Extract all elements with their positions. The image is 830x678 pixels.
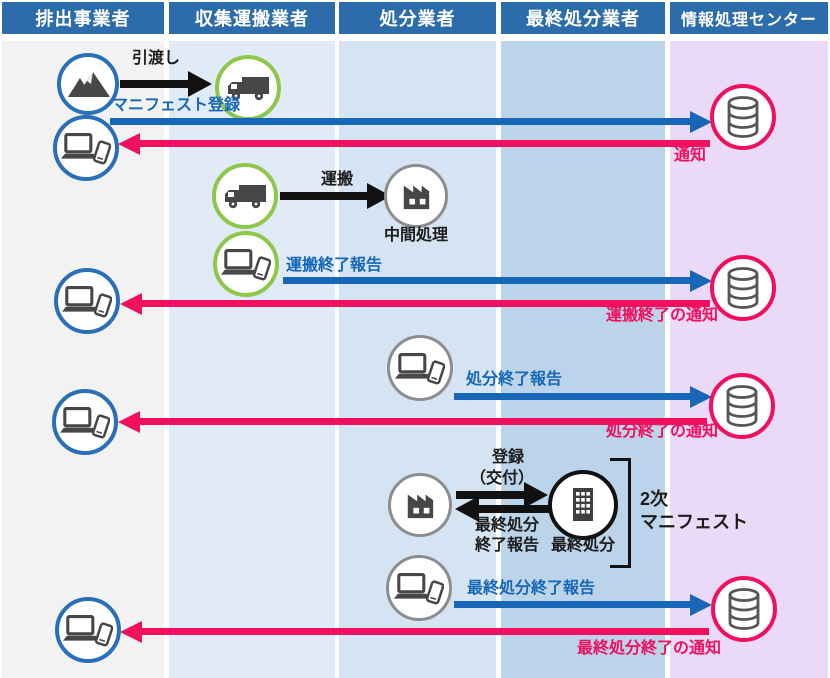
secondary-manifest-label-l1: 2次 — [640, 489, 669, 509]
pc-circle-generator-2 — [54, 268, 120, 334]
db-circle-3 — [709, 373, 775, 439]
final-disposal-end-notice-arrow-shaft — [142, 628, 709, 635]
disposal-end-report-arrow-shaft — [454, 393, 692, 400]
notice-arrow-shaft — [140, 140, 710, 147]
factory-circle-disposer — [388, 473, 452, 537]
db-circle-2 — [710, 255, 776, 321]
header-disposer: 処分業者 — [339, 2, 496, 34]
disposal-end-notice-arrow-shaft — [140, 418, 707, 425]
final-disposal-end-notice-label: 最終処分終了の通知 — [577, 640, 722, 657]
disposal-end-report-arrow-head — [690, 386, 712, 408]
handover-arrow-head — [188, 71, 212, 97]
factory-icon — [407, 494, 434, 519]
final-disposal-report-arrow-head — [455, 496, 479, 522]
final-disposal-end-report-label: 最終処分終了報告 — [467, 580, 596, 597]
lane-transporter — [169, 41, 335, 678]
pc-circle-transporter — [213, 231, 279, 297]
disposal-end-notice-label: 処分終了の通知 — [606, 423, 719, 440]
laptop-phone-icon — [395, 352, 445, 386]
secondary-manifest-label-l2: マニフェスト — [640, 512, 748, 532]
laptop-phone-icon — [394, 572, 444, 606]
truck-icon — [225, 185, 266, 209]
db-circle-1 — [710, 84, 776, 150]
register-label: 登録 — [492, 449, 525, 466]
laptop-phone-icon — [63, 614, 113, 648]
final-disposal-end-report-arrow-shaft — [454, 601, 692, 608]
transport-label: 運搬 — [321, 171, 354, 188]
pc-circle-generator-1 — [53, 115, 119, 181]
issue-label: （交付） — [470, 470, 535, 487]
handover-arrow-shaft — [120, 80, 192, 88]
pc-circle-generator-4 — [55, 597, 121, 663]
database-icon — [727, 96, 759, 138]
header-final-disposer-label: 最終処分業者 — [526, 9, 640, 29]
laptop-phone-icon — [60, 406, 110, 440]
header-transporter-label: 収集運搬業者 — [195, 9, 309, 29]
laptop-phone-icon — [61, 133, 111, 166]
header-transporter: 収集運搬業者 — [169, 2, 335, 34]
disposal-end-notice-arrow-head — [118, 411, 140, 433]
transport-end-report-arrow-shaft — [283, 277, 692, 284]
waste-circle — [57, 53, 119, 115]
header-final-disposer: 最終処分業者 — [501, 2, 665, 34]
mountain-waste-icon — [68, 72, 110, 97]
building-icon — [573, 488, 593, 521]
header-generator: 排出事業者 — [2, 2, 164, 34]
manifest-register-arrow-shaft — [110, 118, 692, 125]
manifest-register-label: マニフェスト登録 — [112, 97, 241, 114]
header-disposer-label: 処分業者 — [379, 9, 456, 29]
building-circle-final-disposal — [548, 470, 618, 540]
transport-end-notice-label: 運搬終了の通知 — [606, 307, 719, 324]
disposal-end-report-label: 処分終了報告 — [466, 371, 563, 388]
register-arrow-shaft — [456, 491, 528, 499]
handover-label: 引渡し — [132, 50, 181, 67]
factory-icon — [403, 185, 430, 210]
pc-circle-disposer-1 — [387, 335, 453, 401]
lane-final-disposer — [501, 41, 665, 678]
secondary-manifest-bracket — [610, 458, 631, 568]
transport-end-notice-arrow-head — [120, 293, 142, 315]
database-icon — [728, 588, 760, 630]
manifest-register-arrow-head — [690, 111, 712, 133]
final-disposal-report-arrow-shaft — [477, 505, 549, 513]
pc-circle-generator-3 — [52, 389, 118, 455]
notice-arrow-head — [118, 133, 140, 155]
register-arrow-head — [524, 482, 548, 508]
database-icon — [727, 267, 759, 309]
final-disposal-end-report-arrow-head — [690, 594, 712, 616]
intermediate-processing-label: 中間処理 — [384, 227, 449, 244]
db-circle-4 — [711, 576, 777, 642]
pc-circle-disposer-2 — [386, 555, 452, 621]
final-disposal-label: 最終処分 — [551, 537, 616, 554]
database-icon — [726, 385, 758, 427]
header-info-center-label: 情報処理センター — [680, 12, 817, 29]
laptop-phone-icon — [62, 285, 112, 319]
header-generator-label: 排出事業者 — [35, 9, 131, 29]
transport-end-report-arrow-head — [690, 270, 712, 292]
transport-arrow-shaft — [280, 192, 370, 200]
final-disposal-report-label-l2: 終了報告 — [475, 537, 540, 554]
laptop-phone-icon — [221, 249, 271, 282]
transport-end-report-label: 運搬終了報告 — [286, 257, 383, 274]
truck-circle-received — [215, 55, 281, 121]
header-info-center: 情報処理センター — [670, 2, 828, 34]
notice-label: 通知 — [674, 147, 707, 164]
final-disposal-end-notice-arrow-head — [120, 621, 142, 643]
final-disposal-report-label-l1: 最終処分 — [475, 517, 540, 534]
truck-circle-transporting — [212, 163, 278, 229]
transport-end-notice-arrow-shaft — [142, 300, 710, 307]
factory-circle-intermediate — [384, 164, 448, 228]
